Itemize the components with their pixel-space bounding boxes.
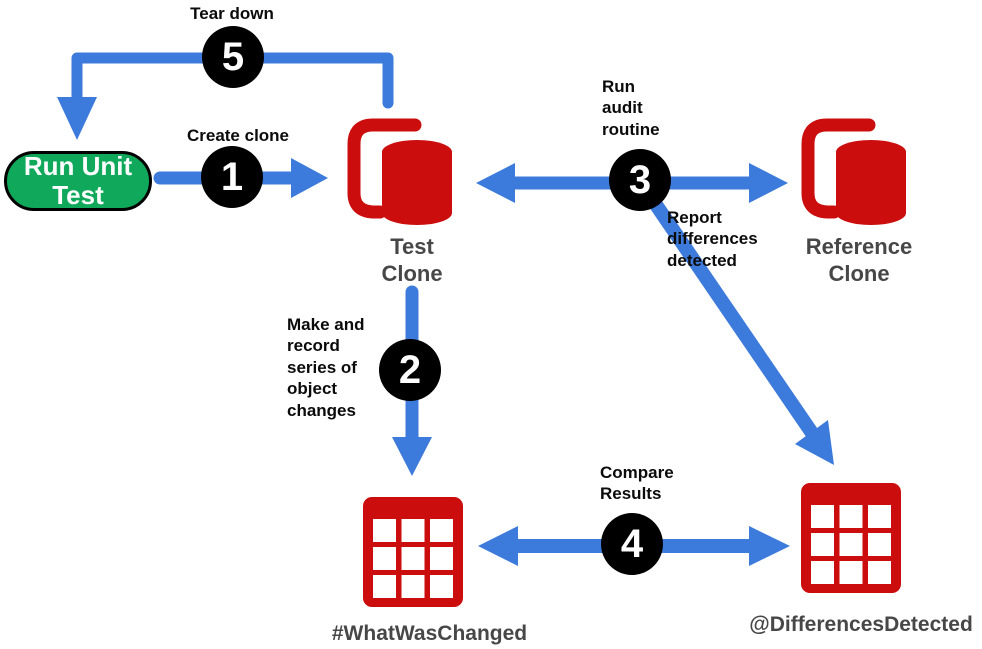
step-3-badge: 3: [609, 149, 671, 211]
step-5-badge: 5: [202, 26, 264, 88]
step-3-label: Run audit routine: [602, 77, 660, 139]
arrow-report-differences: [644, 192, 834, 465]
step-4-label: Compare Results: [600, 463, 674, 504]
whatwaschanged-label: #WhatWasChanged: [331, 622, 528, 645]
report-differences-label: Report differences detected: [667, 208, 758, 270]
table-grid-icon: [363, 497, 463, 607]
step-number: 1: [220, 154, 244, 199]
step-number: 5: [221, 34, 245, 79]
table-grid-icon: [801, 483, 901, 593]
step-number: 3: [628, 157, 652, 202]
test-clone-label: Test Clone: [381, 234, 443, 287]
step-2-badge: 2: [379, 339, 441, 401]
step-number: 2: [398, 347, 422, 392]
reference-clone-label: Reference Clone: [805, 234, 913, 287]
run-unit-test-label: Run Unit Test: [23, 151, 133, 210]
step-1-label: Create clone: [186, 126, 290, 145]
step-2-label: Make and record series of object changes: [287, 315, 365, 420]
step-4-badge: 4: [601, 513, 663, 575]
step-1-badge: 1: [201, 146, 263, 208]
step-number: 4: [620, 521, 644, 566]
run-unit-test-node: Run Unit Test: [4, 151, 152, 211]
step-5-label: Tear down: [190, 4, 274, 23]
differencesdetected-label: @DifferencesDetected: [749, 613, 973, 636]
database-clone-icon: [801, 118, 906, 225]
database-clone-icon: [347, 118, 452, 225]
